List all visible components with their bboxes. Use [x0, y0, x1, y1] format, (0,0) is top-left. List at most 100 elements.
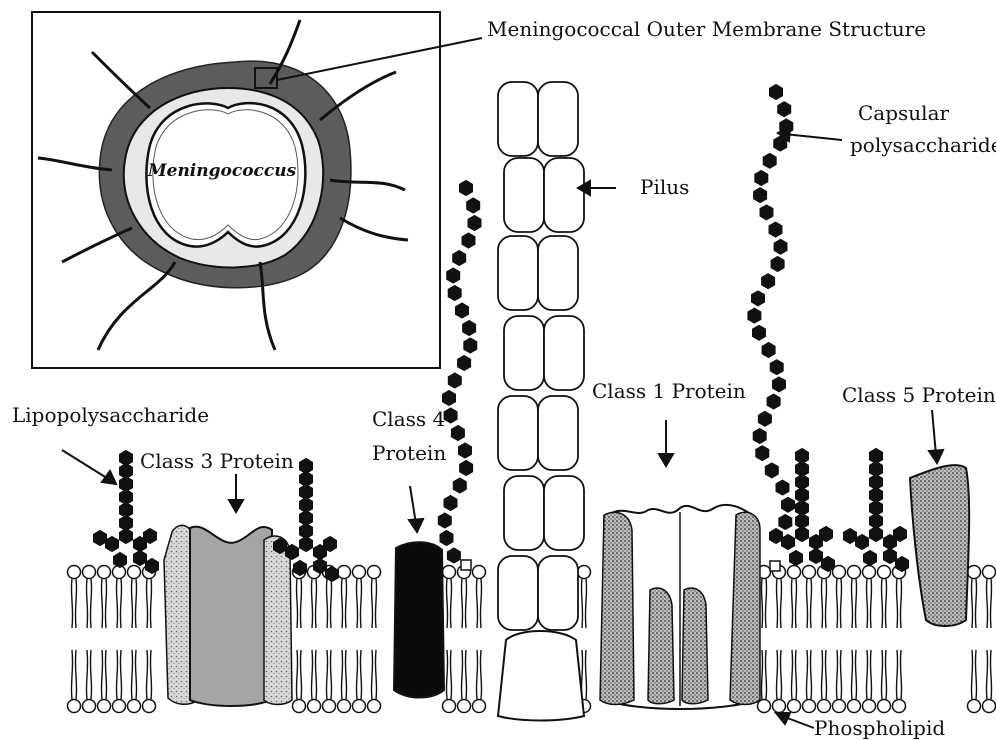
phospholipid [98, 566, 111, 629]
class4-label-line1: Class 4 [372, 407, 445, 431]
phospholipid [293, 650, 306, 713]
sugar-unit [314, 559, 327, 574]
pilus-subunit [544, 158, 584, 232]
sugar-unit [756, 446, 769, 461]
sugar-unit [755, 171, 768, 186]
sugar-unit [134, 551, 147, 566]
phospholipid [848, 650, 861, 713]
phospholipid [83, 566, 96, 629]
phospholipid [353, 566, 366, 629]
sugar-unit [796, 527, 809, 542]
pilus-subunit [544, 316, 584, 390]
pilus-subunit [544, 476, 584, 550]
sugar-unit [767, 394, 780, 409]
phospholipid [143, 566, 156, 629]
phospholipid [803, 566, 816, 629]
sugar-unit [762, 343, 775, 358]
phospholipid [893, 566, 906, 629]
sugar-unit [120, 529, 133, 544]
phospholipid [98, 650, 111, 713]
sugar-unit [782, 497, 795, 512]
phospholipid [128, 650, 141, 713]
sugar-unit [753, 429, 766, 444]
sugar-unit [438, 513, 451, 528]
sugar-unit [870, 527, 883, 542]
sugar-unit [753, 325, 766, 340]
sugar-unit [462, 233, 475, 248]
phospholipid [878, 650, 891, 713]
sugar-unit [456, 303, 469, 318]
phospholipid [113, 650, 126, 713]
capsular-polysaccharide-chain [438, 181, 481, 564]
phospholipid [473, 566, 486, 629]
capsular-polysaccharide-chain [748, 85, 795, 530]
phospholipid [773, 566, 786, 629]
sugar-unit [324, 537, 337, 552]
class1-protein [600, 505, 760, 709]
phospholipid [968, 650, 981, 713]
capsular-label-line2: polysaccharide [850, 133, 996, 157]
phospholipid [803, 650, 816, 713]
capsular-label-line1: Capsular [858, 101, 949, 125]
sugar-unit [144, 529, 157, 544]
phospholipid [833, 566, 846, 629]
phospholipid [323, 650, 336, 713]
sugar-unit [844, 529, 857, 544]
sugar-unit [776, 480, 789, 495]
phospholipid [68, 650, 81, 713]
sugar-unit [748, 308, 761, 323]
phospholipid [878, 566, 891, 629]
phospholipid [848, 566, 861, 629]
class4-protein [394, 542, 444, 697]
phospholipid [143, 650, 156, 713]
sugar-unit [440, 531, 453, 546]
pilus-subunit [498, 236, 538, 310]
phospholipid-label: Phospholipid [814, 716, 945, 740]
lipopolysaccharide [844, 449, 909, 572]
pilus-subunit [504, 476, 544, 550]
sugar-unit [460, 181, 473, 196]
phospholipid [368, 650, 381, 713]
sugar-unit [810, 549, 823, 564]
phospholipid [443, 566, 456, 629]
pilus-subunit [538, 82, 578, 156]
sugar-unit [782, 535, 795, 550]
sugar-unit [765, 463, 778, 478]
pilus-label: Pilus [640, 175, 689, 199]
class1-label: Class 1 Protein [592, 379, 746, 403]
sugar-unit [769, 222, 782, 237]
phospholipid [68, 566, 81, 629]
sugar-unit [464, 338, 477, 353]
sugar-unit [778, 102, 791, 117]
pilus-base [498, 631, 584, 721]
pilus-subunit [498, 396, 538, 470]
phospholipid [968, 566, 981, 629]
phospholipid [788, 566, 801, 629]
phospholipid [788, 650, 801, 713]
sugar-unit [752, 291, 765, 306]
phospholipid [338, 566, 351, 629]
sugar-unit [894, 527, 907, 542]
phospholipid [308, 650, 321, 713]
sugar-unit [467, 198, 480, 213]
sugar-unit [822, 557, 835, 572]
lps-label: Lipopolysaccharide [12, 403, 209, 427]
sugar-unit [771, 257, 784, 272]
phospholipid [818, 566, 831, 629]
pilus-subunit [504, 158, 544, 232]
sugar-unit [458, 356, 471, 371]
sugar-unit [300, 537, 313, 552]
phospholipid [458, 566, 471, 629]
sugar-unit [274, 539, 287, 554]
phospholipid [368, 566, 381, 629]
phospholipid [773, 650, 786, 713]
sugar-unit [444, 408, 457, 423]
sugar-unit [754, 188, 767, 203]
phospholipid [83, 650, 96, 713]
pilus [498, 82, 584, 721]
sugar-unit [447, 548, 460, 563]
sugar-unit [326, 567, 339, 582]
sugar-unit [758, 411, 771, 426]
lipopolysaccharide [770, 449, 835, 572]
sugar-unit [760, 205, 773, 220]
